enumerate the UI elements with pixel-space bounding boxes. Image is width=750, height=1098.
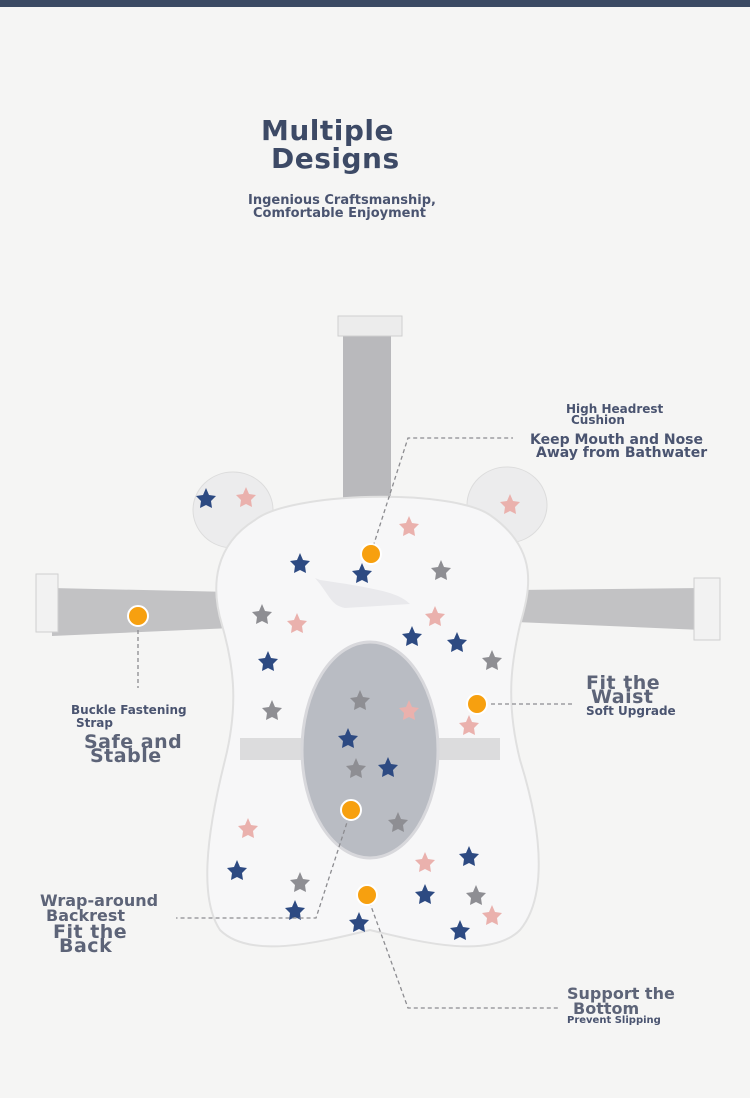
waist-label-1: Fit the [586, 672, 661, 694]
top-bar [0, 0, 750, 7]
headrest-desc-2: Away from Bathwater [536, 445, 708, 461]
headrest-label-2: Cushion [571, 413, 625, 427]
navy-stars [196, 488, 479, 940]
mesh-panel [300, 640, 440, 860]
strap-label-1: Buckle Fastening [71, 703, 187, 717]
right-buckle [693, 577, 721, 641]
waist-desc: Soft Upgrade [586, 704, 676, 718]
title-line-2: Designs [271, 142, 400, 175]
backrest-label-1: Wrap-around [40, 891, 159, 910]
pink-stars [236, 487, 520, 925]
bottom-label-2: Bottom [573, 999, 640, 1018]
headrest-desc-1: Keep Mouth and Nose [530, 432, 704, 448]
strap-label-2: Strap [76, 716, 113, 730]
backrest-desc-2: Back [59, 935, 113, 957]
strap-dot [127, 605, 149, 627]
strap-desc-1: Safe and [84, 731, 183, 753]
subtitle-line-2: Comfortable Enjoyment [253, 206, 426, 221]
subtitle-line-1: Ingenious Craftsmanship, [248, 193, 436, 208]
top-strap [343, 330, 391, 500]
backrest-label-2: Backrest [46, 906, 126, 925]
waist-label-2: Waist [591, 686, 654, 708]
headrest-label-1: High Headrest [566, 402, 664, 416]
leader-lines [137, 437, 575, 1009]
grey-stars [252, 560, 502, 905]
bottom-desc: Prevent Slipping [567, 1015, 661, 1026]
headrest-fold [315, 578, 410, 608]
backrest-dot [340, 799, 362, 821]
callout-dots [127, 543, 488, 906]
headrest-dot [360, 543, 382, 565]
bottom-dot [356, 884, 378, 906]
left-buckle [35, 573, 59, 633]
backrest-desc-1: Fit the [53, 921, 128, 943]
bottom-label-1: Support the [567, 984, 675, 1003]
title-line-1: Multiple [261, 114, 395, 147]
top-buckle [337, 315, 403, 337]
strap-desc-2: Stable [90, 745, 162, 767]
right-strap [516, 588, 702, 630]
waist-dot [466, 693, 488, 715]
